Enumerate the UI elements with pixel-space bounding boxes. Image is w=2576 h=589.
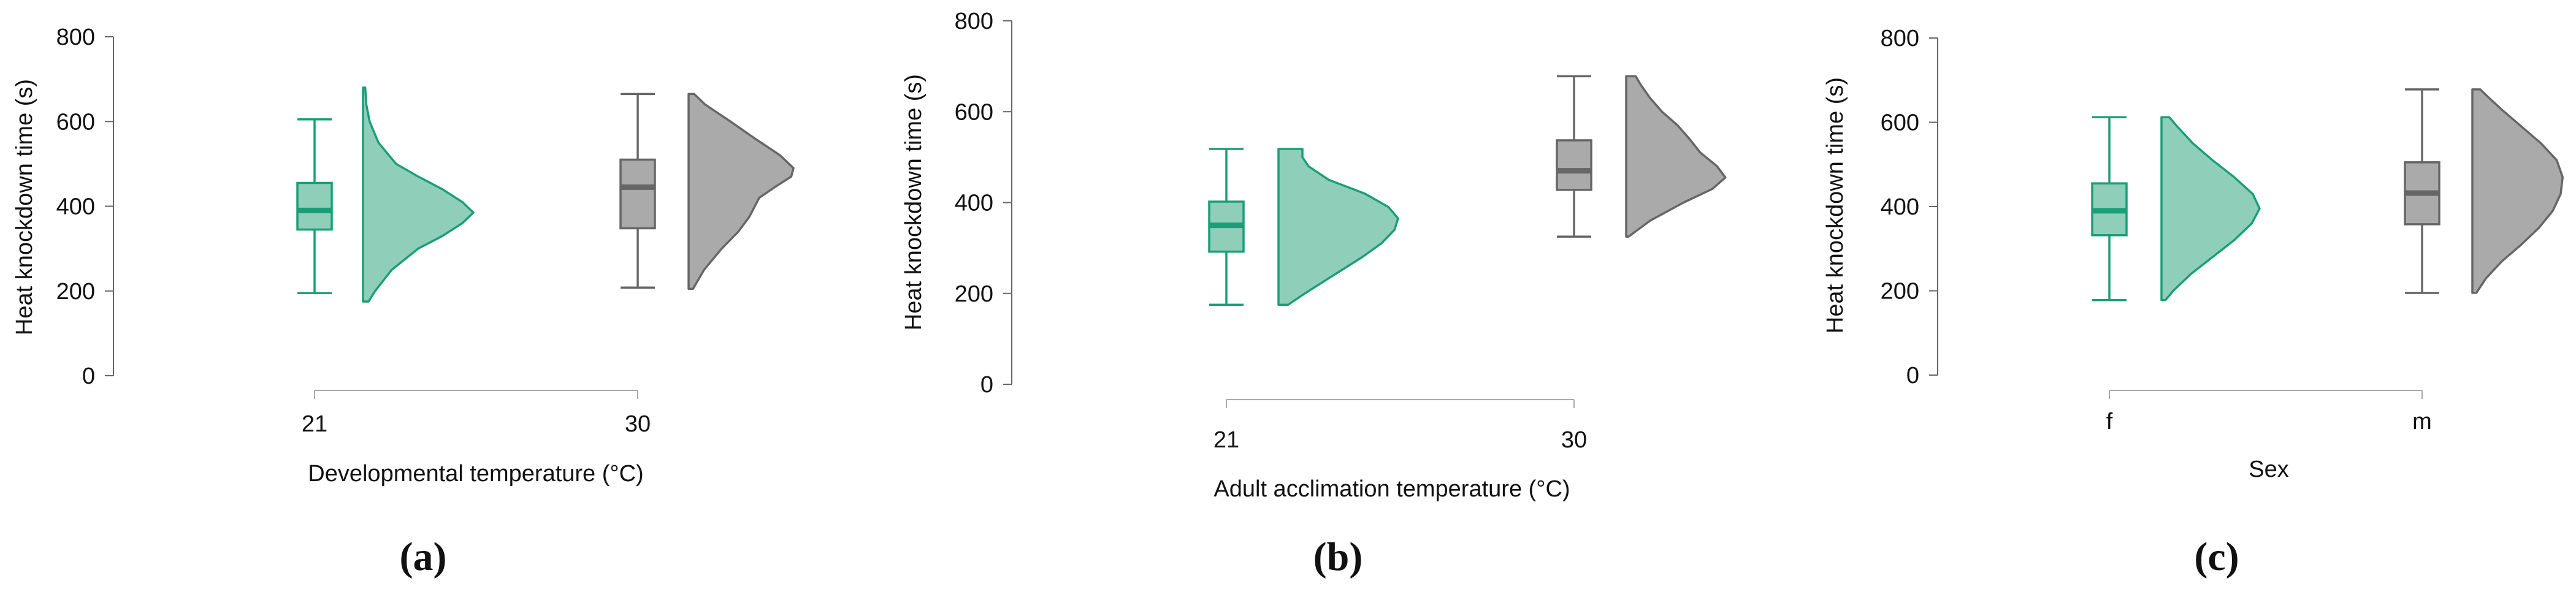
panel-b-y-tick-label: 400 — [955, 191, 993, 216]
panel-a-y-tick-label: 400 — [56, 194, 95, 220]
panel-b-y-tick-label: 600 — [955, 99, 993, 125]
panel-a: 0 200 400 600 800 Heat knockdown time (s) 21… — [12, 25, 795, 579]
panel-c-label: (c) — [2194, 534, 2239, 579]
panel-a-marks — [296, 86, 795, 303]
panel-a-x-tick-label-30: 30 — [625, 411, 651, 437]
panel-b-x-tick-label-30: 30 — [1561, 427, 1587, 453]
panel-b-x-tick-label-21: 21 — [1213, 427, 1239, 453]
panel-b-21-violin — [1277, 148, 1399, 306]
panel-b-y-axis-title: Heat knockdown time (s) — [901, 74, 927, 330]
panel-c-marks — [2091, 88, 2564, 302]
panel-b-marks — [1208, 75, 1727, 306]
panel-b-30-box — [1556, 139, 1592, 191]
panel-a-21-violin — [362, 86, 475, 303]
panel-c-y-tick-label: 0 — [1906, 363, 1919, 389]
panel-b-y-tick-label: 0 — [980, 372, 993, 398]
panel-c-y-tick-label: 600 — [1881, 110, 1919, 136]
panel-a-y-tick-label: 0 — [82, 363, 95, 389]
panel-c-y-axis-title: Heat knockdown time (s) — [1822, 77, 1848, 333]
panel-b-y-axis: 0 200 400 600 800 — [955, 9, 1012, 398]
panel-b-x-axis — [1226, 399, 1575, 408]
panel-a-y-tick-label: 200 — [56, 279, 95, 305]
panel-a-y-axis: 0 200 400 600 800 — [56, 25, 114, 389]
panel-c-f-violin — [2160, 116, 2261, 302]
panel-a-y-tick-label: 800 — [56, 25, 95, 50]
panel-b-label: (b) — [1313, 534, 1363, 579]
panel-c-y-tick-label: 400 — [1881, 194, 1919, 220]
panel-a-30-box — [619, 158, 656, 230]
panel-b-x-axis-title: Adult acclimation temperature (°C) — [1213, 476, 1570, 502]
panel-b-y-tick-label: 800 — [955, 9, 993, 34]
panel-b-30-violin — [1625, 75, 1727, 238]
panel-a-x-axis — [314, 390, 638, 399]
panel-c-m-violin — [2471, 88, 2564, 294]
panel-c-x-tick-label-f: f — [2106, 409, 2113, 435]
panel-c-y-tick-label: 800 — [1881, 26, 1919, 51]
panel-b: 0 200 400 600 800 Heat knockdown time (s) 21… — [901, 9, 1727, 579]
panel-b-y-tick-label: 200 — [955, 281, 993, 307]
panel-a-y-axis-title: Heat knockdown time (s) — [12, 79, 37, 335]
panel-a-21-box — [296, 181, 333, 231]
panel-c-y-axis: 0 200 400 600 800 — [1881, 26, 1938, 389]
panel-a-x-axis-title: Developmental temperature (°C) — [308, 461, 643, 487]
panel-a-30-violin — [687, 93, 795, 291]
panel-a-x-tick-label-21: 21 — [302, 411, 327, 437]
panel-c-y-tick-label: 200 — [1881, 279, 1919, 305]
panel-c-x-axis-title: Sex — [2249, 457, 2288, 482]
panel-c-x-axis — [2109, 390, 2423, 399]
panel-a-label: (a) — [400, 534, 447, 579]
panel-a-y-tick-label: 600 — [56, 109, 95, 135]
panel-c-x-tick-label-m: m — [2412, 409, 2432, 435]
